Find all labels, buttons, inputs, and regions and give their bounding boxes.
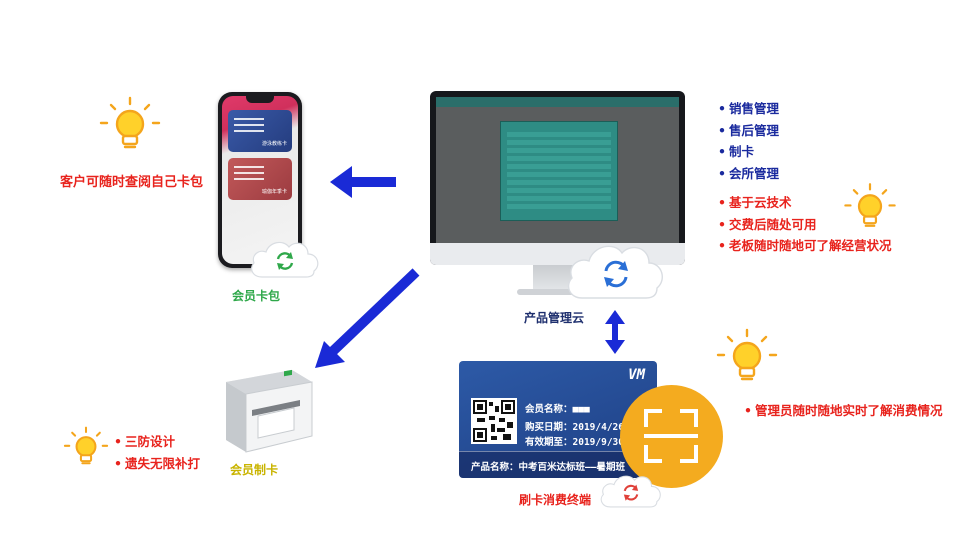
card-maker-label: 会员制卡	[230, 463, 279, 477]
scan-icon	[644, 409, 698, 463]
phone-card-label: 瑜伽年季卡	[261, 189, 287, 195]
manager-note: 管理员随时随地实时了解消费情况	[744, 400, 943, 422]
feature-item: 老板随时随地可了解经营状况	[718, 235, 892, 257]
product-name-label: 产品名称：	[471, 462, 519, 473]
product-name-value: 中考百米达标班——暑期班	[518, 462, 625, 473]
screen-topbar	[436, 97, 679, 107]
qr-code-icon	[471, 398, 517, 444]
phone-caption: 客户可随时查阅自己卡包	[60, 175, 204, 190]
phone-card-label: 游泳教练卡	[261, 141, 287, 147]
feature-item: 会所管理	[718, 163, 779, 185]
card-wallet-label: 会员卡包	[232, 289, 281, 303]
feature-item: 遗失无限补打	[114, 453, 200, 475]
phone-screen: 游泳教练卡 瑜伽年季卡	[222, 96, 298, 264]
member-name-row: 会员名称：■■■	[525, 401, 590, 415]
manager-note-list: 管理员随时随地实时了解消费情况	[744, 400, 943, 422]
expiry-date-label: 有效期至：	[525, 437, 573, 448]
feature-item: 基于云技术	[718, 192, 892, 214]
monitor-device	[430, 91, 685, 265]
arrow-bidirectional-icon	[605, 310, 625, 354]
purchase-date-label: 购买日期：	[525, 422, 573, 433]
management-feature-list: 销售管理 售后管理 制卡 会所管理	[718, 98, 779, 184]
expiry-date-value: 2019/9/30	[572, 437, 624, 448]
arrow-to-printer-icon	[315, 268, 420, 368]
lightbulb-icon	[716, 328, 778, 381]
purchase-date-value: 2019/4/26	[572, 422, 624, 433]
feature-item: 交费后随处可用	[718, 214, 892, 236]
phone-notch	[246, 96, 274, 103]
printer-feature-list: 三防设计 遗失无限补打	[114, 431, 200, 474]
feature-item: 售后管理	[718, 120, 779, 142]
lightbulb-icon	[99, 96, 161, 149]
member-name-label: 会员名称：	[525, 404, 573, 415]
monitor-base	[517, 289, 597, 295]
screen-panel	[500, 121, 618, 221]
feature-item: 制卡	[718, 141, 779, 163]
phone-card-red: 瑜伽年季卡	[228, 158, 292, 200]
lightbulb-icon	[844, 183, 896, 227]
arrow-to-phone-icon	[330, 166, 396, 198]
swipe-terminal-label: 刷卡消费终端	[519, 493, 592, 507]
product-cloud-label: 产品管理云	[524, 311, 585, 325]
product-name-row: 产品名称：中考百米达标班——暑期班	[471, 459, 625, 473]
cloud-sync-icon	[567, 245, 663, 299]
phone-device: 游泳教练卡 瑜伽年季卡	[218, 92, 302, 268]
monitor-screen	[436, 97, 679, 243]
cloud-sync-icon	[251, 241, 319, 278]
cloud-sync-icon	[600, 475, 661, 508]
card-printer-device	[226, 369, 313, 453]
phone-card-blue: 游泳教练卡	[228, 110, 292, 152]
card-logo: VM	[628, 367, 645, 383]
purchase-date-row: 购买日期：2019/4/26	[525, 419, 624, 433]
expiry-date-row: 有效期至：2019/9/30	[525, 434, 624, 448]
lightbulb-icon	[63, 426, 109, 465]
feature-item: 销售管理	[718, 98, 779, 120]
feature-item: 三防设计	[114, 431, 200, 453]
member-name-value: ■■■	[572, 404, 590, 415]
cloud-feature-list: 基于云技术 交费后随处可用 老板随时随地可了解经营状况	[718, 192, 892, 257]
